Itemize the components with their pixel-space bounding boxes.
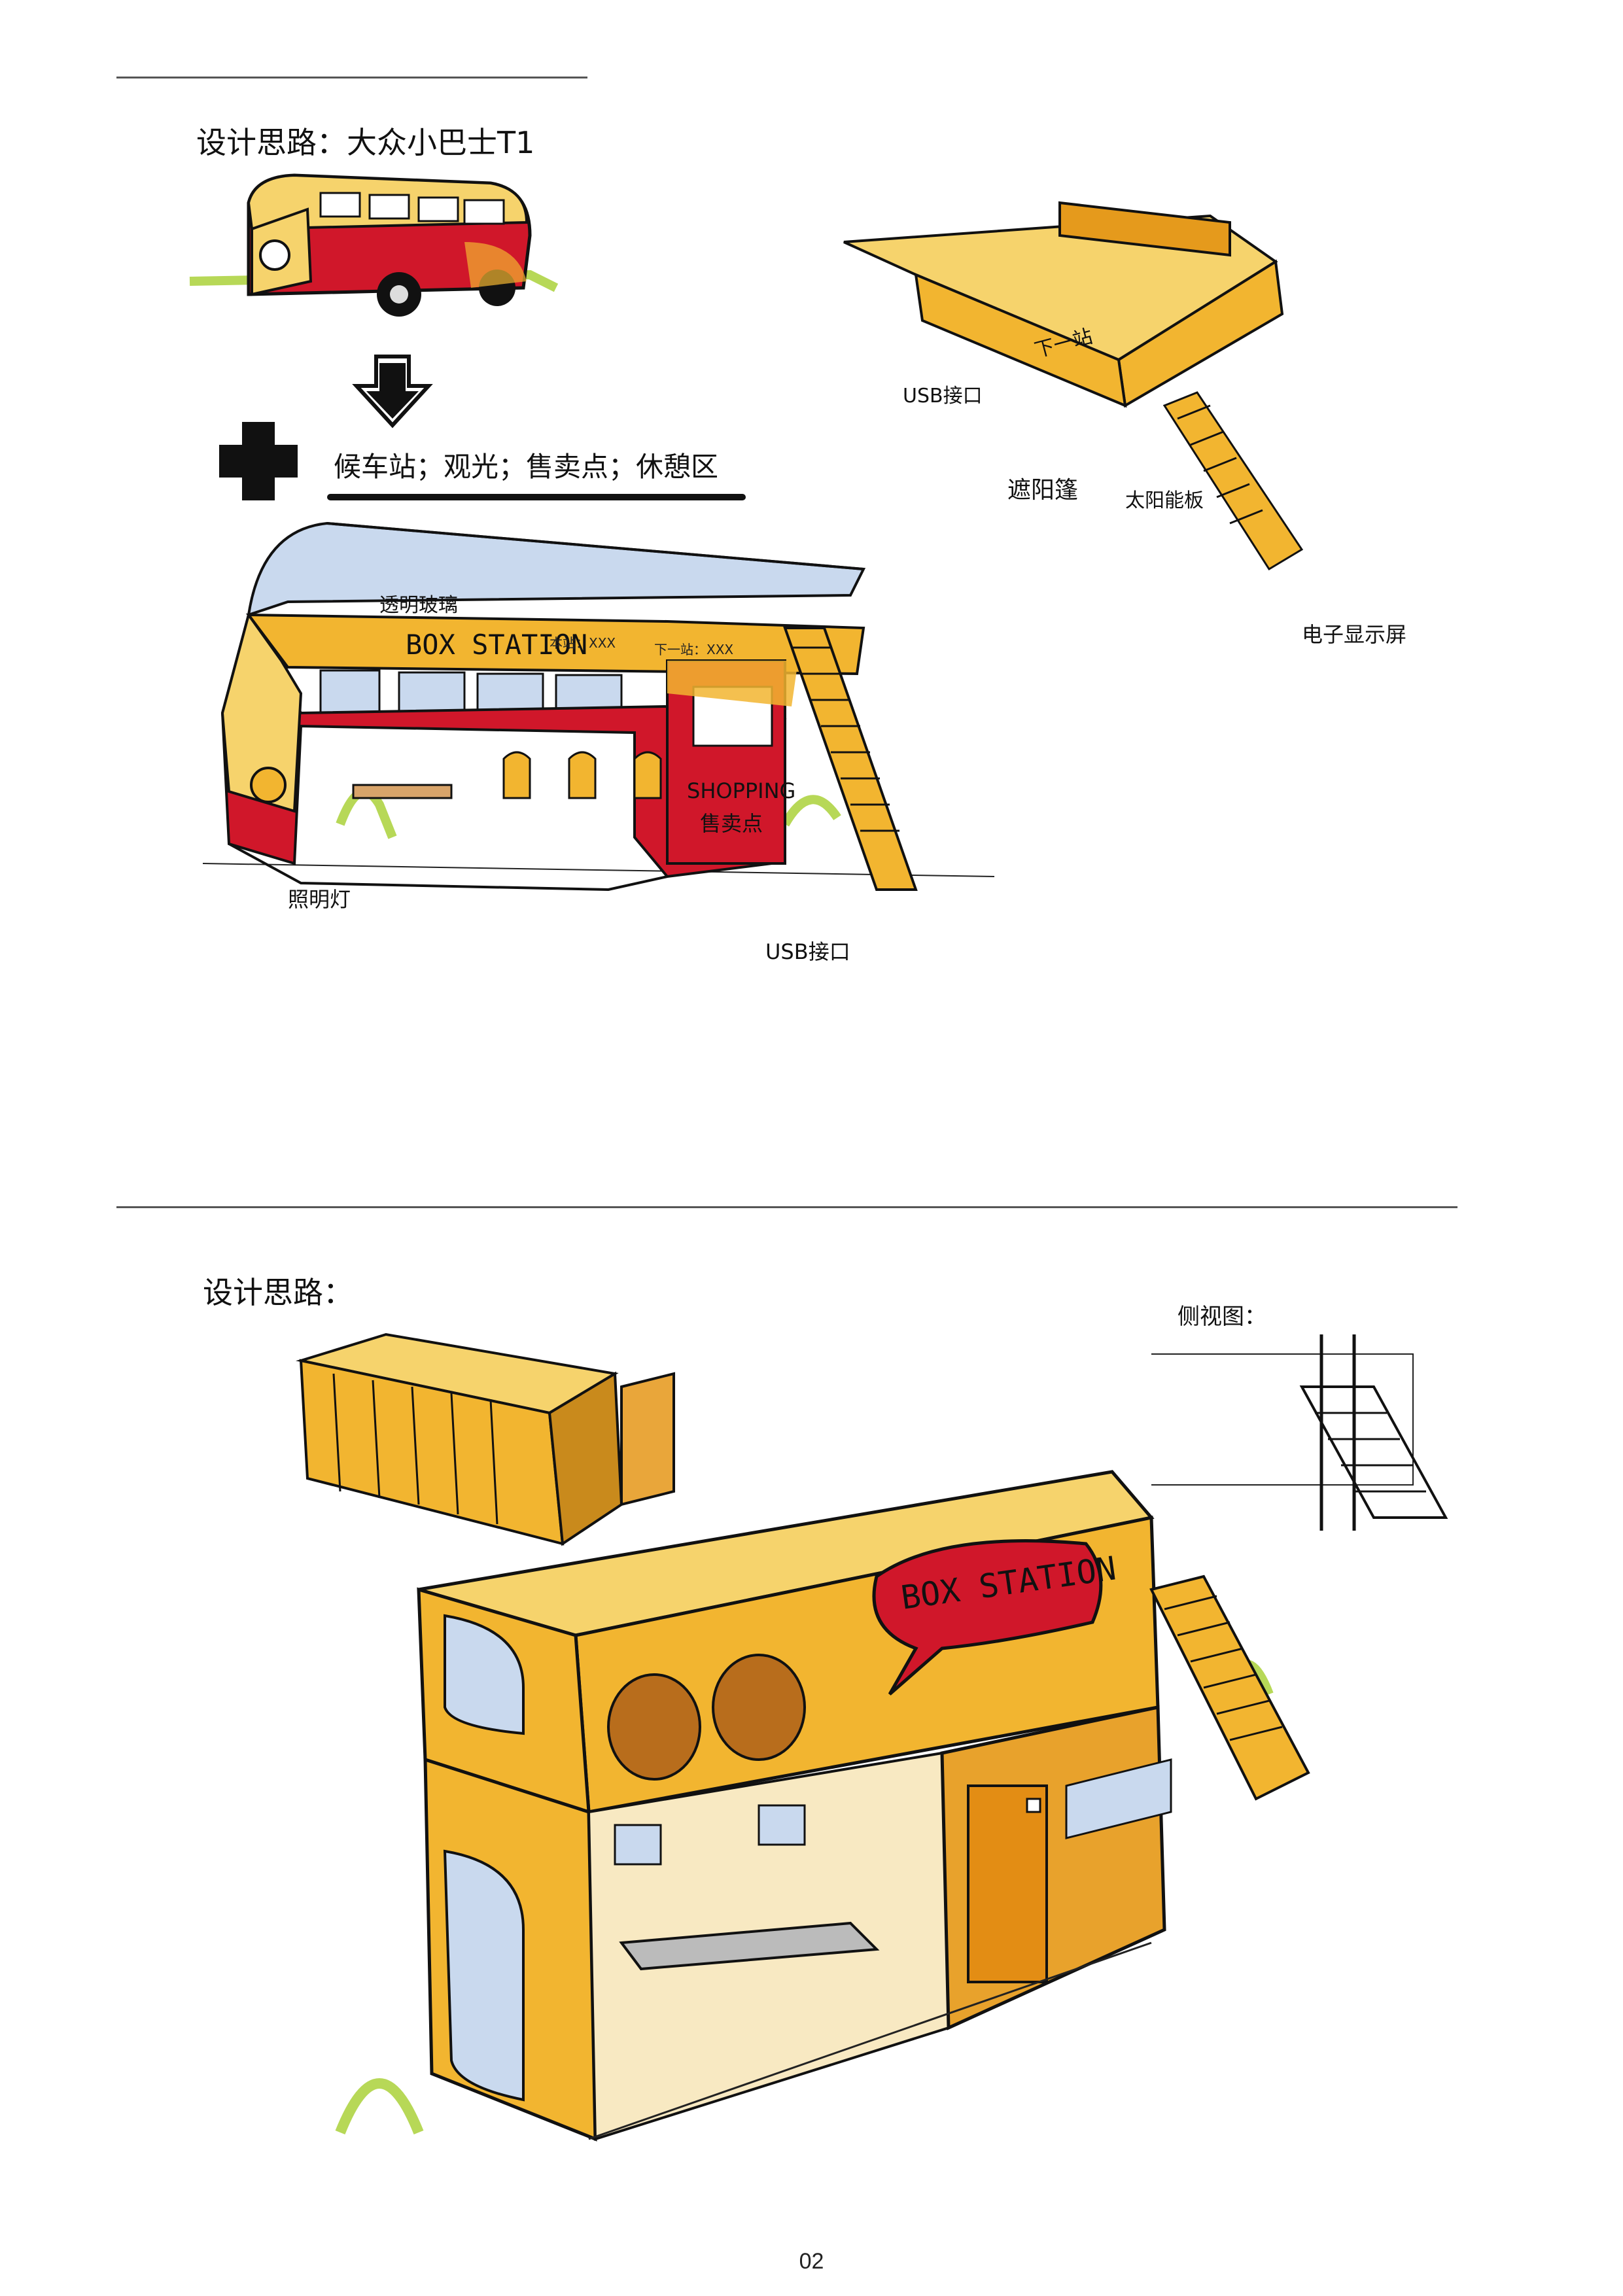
bus-station-sketch: BOX STATION 本站：XXX 下一站：XXX SHOPPING 售卖点 xyxy=(202,521,995,892)
label-solar: 太阳能板 xyxy=(1125,489,1204,512)
roof-module-sketch xyxy=(843,201,1304,571)
sheet1-title: 设计思路：大众小巴士T1 xyxy=(196,125,535,160)
shop-sign-cn: 售卖点 xyxy=(700,811,763,836)
route-sign-1: 本站：XXX xyxy=(550,635,616,651)
side-view-sketch xyxy=(1151,1334,1448,1531)
top-rule-1 xyxy=(116,77,587,78)
page-number: 02 xyxy=(799,2249,824,2274)
container-sketch xyxy=(296,1332,675,1546)
functions-line: 候车站；观光；售卖点；休憩区 xyxy=(334,451,719,483)
side-view-label: 侧视图： xyxy=(1178,1304,1266,1330)
container-station-sketch: BOX STATION xyxy=(335,1470,1310,2142)
bus-sign: BOX STATION xyxy=(406,629,587,661)
plus-icon xyxy=(219,422,298,500)
label-usb-top: USB接口 xyxy=(903,385,983,408)
functions-underline xyxy=(327,494,746,500)
label-glass: 透明玻璃 xyxy=(379,594,458,617)
route-sign-2: 下一站：XXX xyxy=(654,642,733,657)
shop-sign: SHOPPING xyxy=(687,778,795,803)
sheet2-title: 设计思路： xyxy=(203,1275,353,1310)
vw-bus-sketch xyxy=(189,173,559,317)
label-screen: 电子显示屏 xyxy=(1302,622,1407,647)
label-sunshade: 遮阳篷 xyxy=(1007,477,1079,504)
top-rule-2 xyxy=(116,1206,1457,1208)
down-arrow-icon xyxy=(352,355,433,428)
label-light: 照明灯 xyxy=(288,887,351,912)
label-usb-bottom: USB接口 xyxy=(765,939,850,964)
